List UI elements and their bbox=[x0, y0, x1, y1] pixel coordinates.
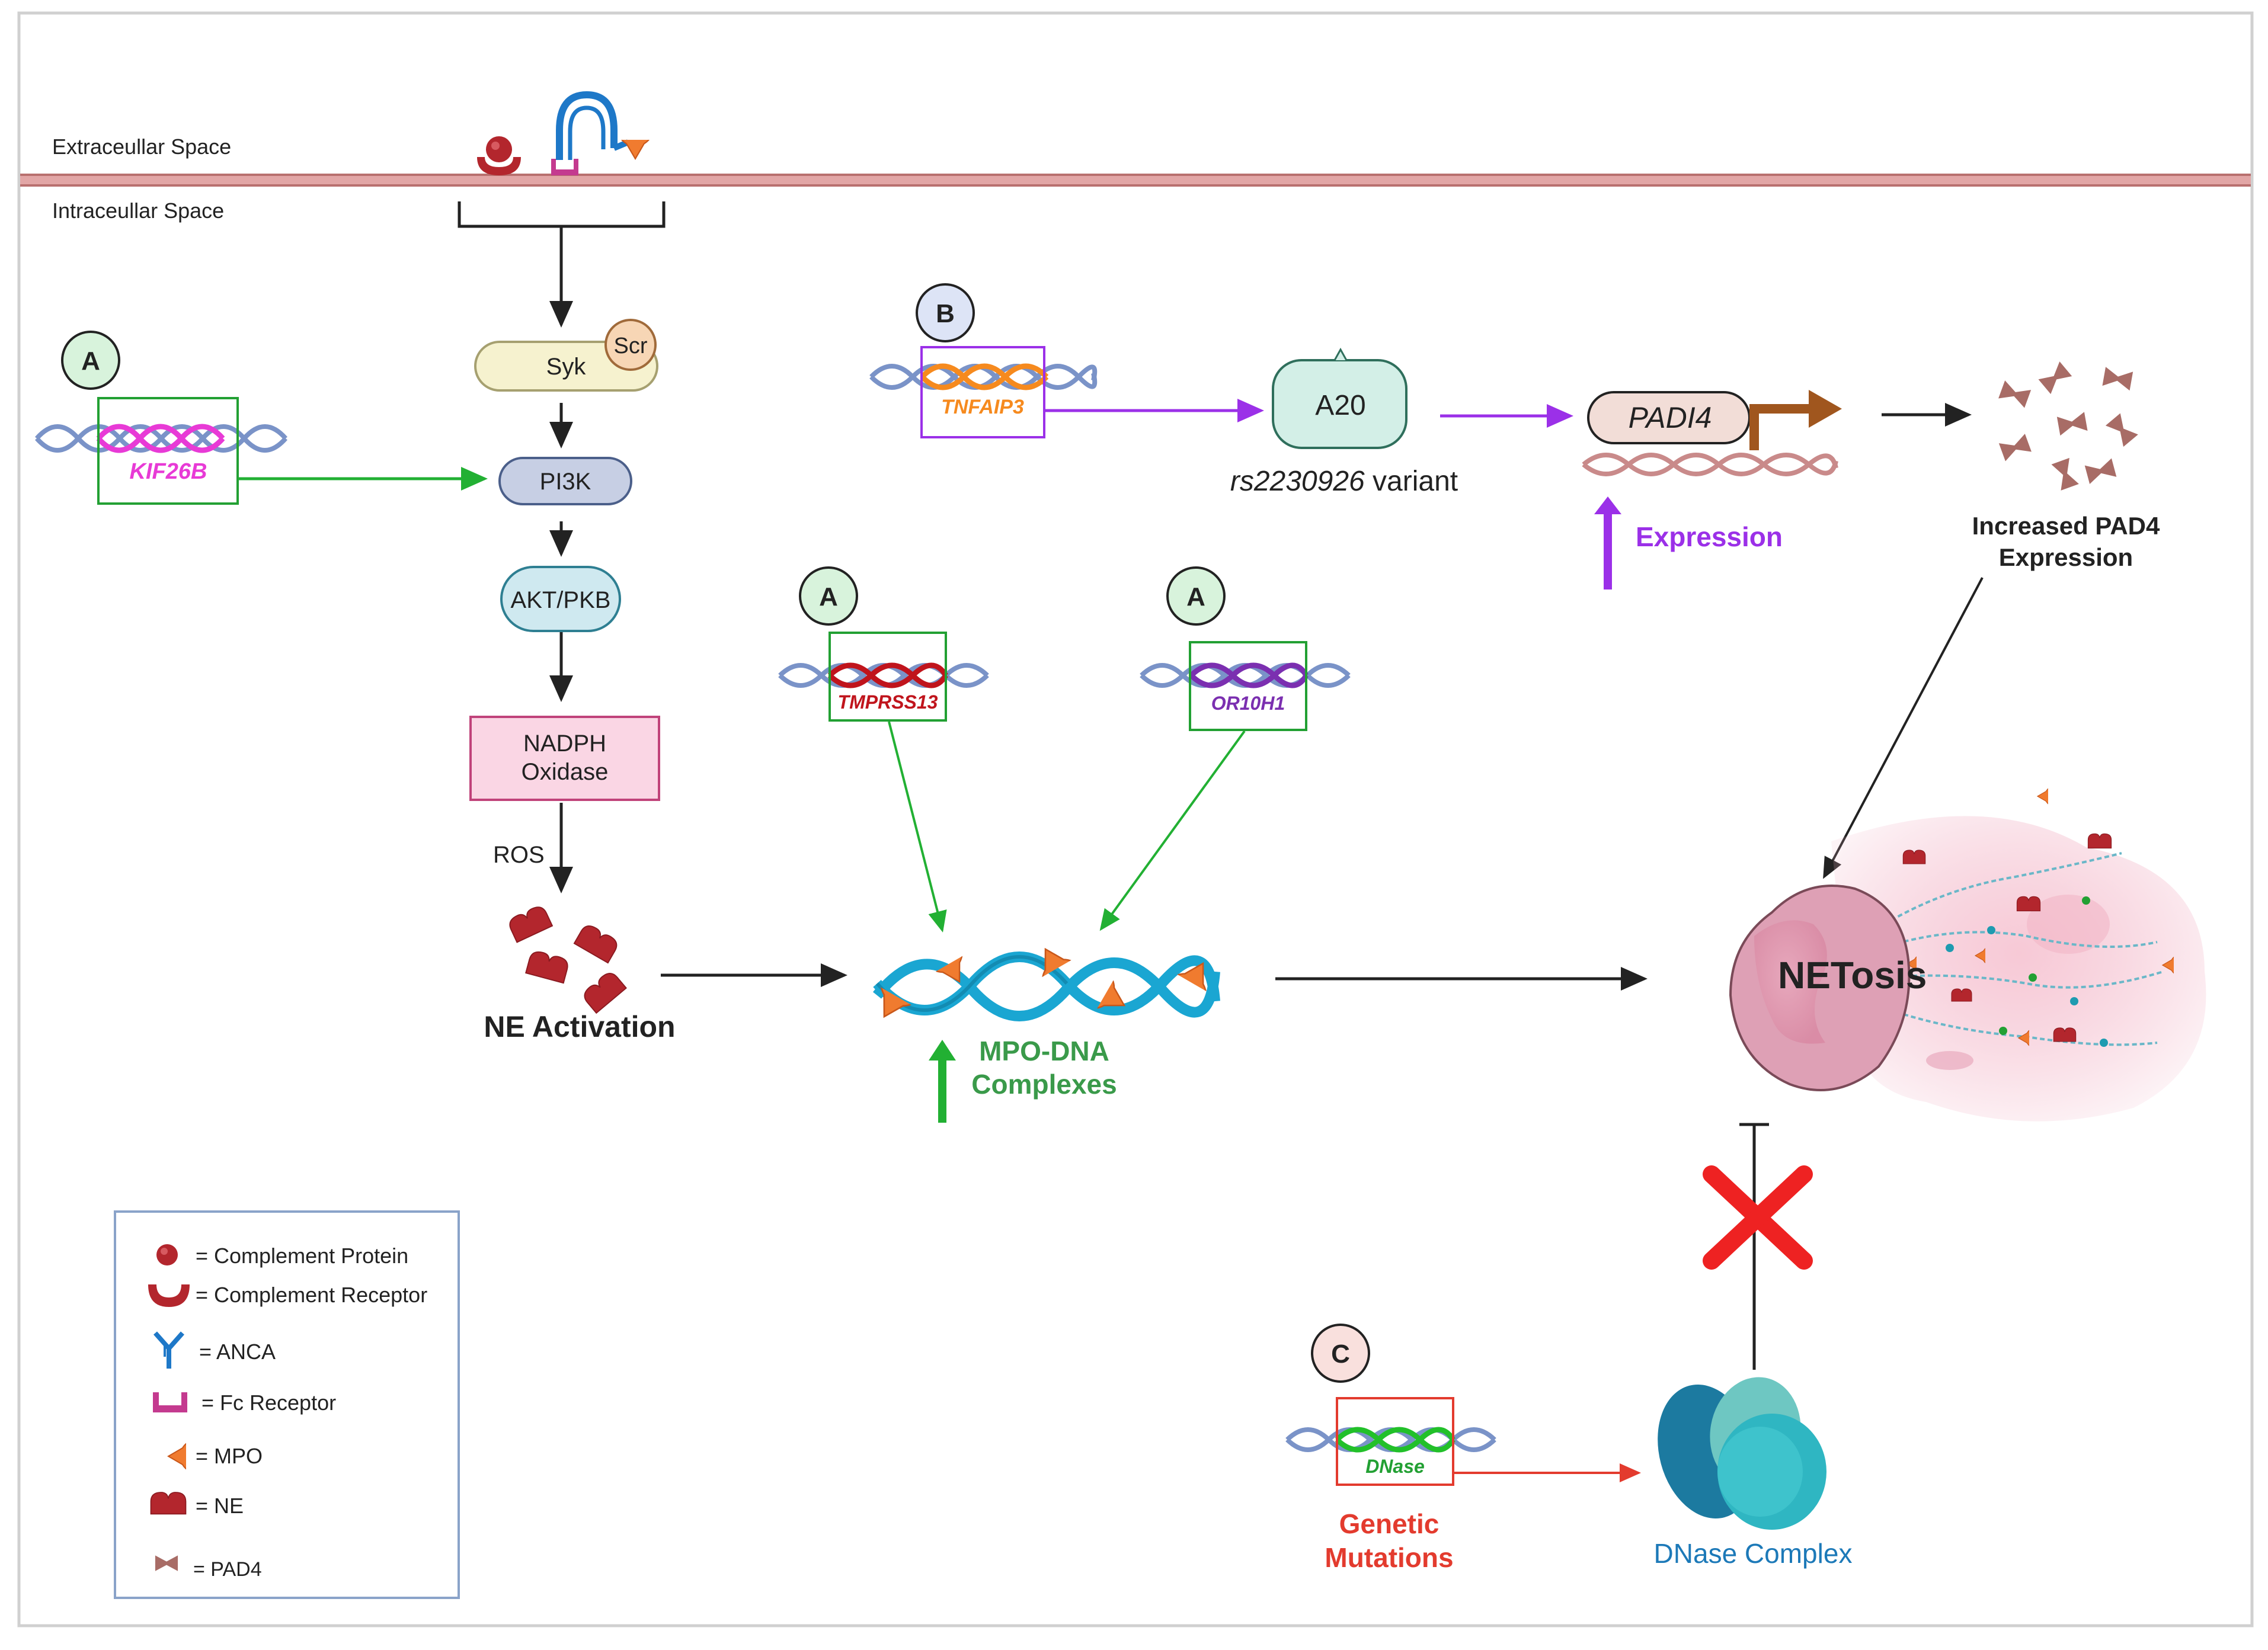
pad4-cluster-icon bbox=[1998, 361, 2138, 491]
svg-text:= Complement Receptor: = Complement Receptor bbox=[196, 1283, 427, 1307]
mpo-dna-line2: Complexes bbox=[971, 1069, 1117, 1100]
svg-text:= MPO: = MPO bbox=[196, 1444, 263, 1468]
legend-mpo: = MPO bbox=[168, 1439, 263, 1473]
legend-anca: = ANCA bbox=[153, 1331, 276, 1369]
tnfaip3-gene: TNFAIP3 bbox=[869, 346, 1098, 438]
netosis-cell-icon bbox=[1729, 786, 2206, 1122]
expression-label: Expression bbox=[1636, 521, 1783, 552]
svg-text:= ANCA: = ANCA bbox=[199, 1340, 276, 1364]
tmprss13-gene: TMPRSS13 bbox=[778, 632, 989, 722]
svg-text:= Complement Protein: = Complement Protein bbox=[196, 1244, 408, 1268]
intracellular-label: Intraceullar Space bbox=[52, 198, 224, 223]
extracellular-label: Extraceullar Space bbox=[52, 134, 231, 159]
anca-fc-receptor-icon bbox=[551, 91, 629, 175]
svg-text:= PAD4: = PAD4 bbox=[193, 1558, 262, 1581]
legend-complement-receptor: = Complement Receptor bbox=[148, 1283, 427, 1307]
mpo-dna-line1: MPO-DNA bbox=[979, 1036, 1109, 1066]
scr-node: Scr bbox=[604, 319, 657, 371]
tnfaip3-label: TNFAIP3 bbox=[941, 396, 1024, 418]
dnase-complex-label: DNase Complex bbox=[1654, 1538, 1853, 1569]
netosis-label: NETosis bbox=[1778, 954, 1927, 997]
legend-complement-protein: = Complement Protein bbox=[156, 1244, 408, 1268]
increased-pad4-line2: Expression bbox=[1999, 543, 2133, 571]
badge-a-or10h1: A bbox=[1166, 566, 1226, 626]
genetic-mutations-line2: Mutations bbox=[1325, 1542, 1453, 1573]
dnase-complex-icon bbox=[1658, 1377, 1826, 1530]
dnase-gene: DNase bbox=[1285, 1397, 1496, 1486]
mpo-dna-complex-icon bbox=[864, 938, 1222, 1029]
badge-b-tnfaip3: B bbox=[916, 283, 975, 342]
a20-node: A20 bbox=[1272, 347, 1407, 449]
legend-ne: = NE bbox=[150, 1492, 244, 1518]
kif26b-gene: KIF26B bbox=[34, 397, 288, 505]
legend-pad4: = PAD4 bbox=[155, 1555, 262, 1581]
complement-protein-icon bbox=[477, 136, 521, 175]
svg-text:A: A bbox=[81, 347, 100, 376]
akt-node: AKT/PKB bbox=[500, 566, 621, 632]
padi4-gene: PADI4 bbox=[1582, 390, 1842, 476]
nadph-label-1: NADPH bbox=[523, 731, 606, 757]
tmprss13-label: TMPRSS13 bbox=[838, 691, 938, 713]
nadph-label-2: Oxidase bbox=[522, 759, 609, 785]
receptor-bracket bbox=[458, 201, 666, 228]
mpo-on-receptor-icon bbox=[617, 140, 654, 160]
padi4-label: PADI4 bbox=[1629, 401, 1712, 434]
genetic-mutations-line1: Genetic bbox=[1339, 1508, 1440, 1539]
badge-a-kif26b: A bbox=[61, 331, 120, 390]
pi3k-label: PI3K bbox=[540, 469, 591, 495]
syk-label: Syk bbox=[546, 354, 587, 380]
svg-text:C: C bbox=[1331, 1340, 1350, 1369]
svg-text:A: A bbox=[819, 582, 838, 611]
svg-text:A: A bbox=[1186, 582, 1205, 611]
blocked-cross-icon bbox=[1703, 1165, 1813, 1270]
frame bbox=[17, 11, 2254, 1627]
ros-label: ROS bbox=[493, 842, 545, 868]
cell-membrane bbox=[20, 174, 2251, 187]
legend: = Complement Protein = Complement Recept… bbox=[114, 1210, 460, 1599]
ne-activation-label: NE Activation bbox=[484, 1010, 675, 1043]
pi3k-node: PI3K bbox=[498, 457, 632, 505]
kif26b-label: KIF26B bbox=[130, 459, 207, 484]
badge-c-dnase: C bbox=[1311, 1324, 1370, 1383]
variant-label: rs2230926 variant bbox=[1230, 466, 1458, 497]
svg-text:= NE: = NE bbox=[196, 1494, 244, 1518]
or10h1-label: OR10H1 bbox=[1211, 693, 1285, 714]
legend-fc-receptor: = Fc Receptor bbox=[153, 1391, 336, 1415]
svg-text:B: B bbox=[936, 299, 955, 328]
a20-label: A20 bbox=[1315, 390, 1365, 421]
akt-label: AKT/PKB bbox=[511, 587, 611, 613]
badge-a-tmprss13: A bbox=[799, 566, 858, 626]
increased-pad4-line1: Increased PAD4 bbox=[1972, 512, 2160, 540]
mpo-up-arrow bbox=[929, 1040, 956, 1061]
scr-label: Scr bbox=[614, 334, 648, 358]
nadph-oxidase-node: NADPH Oxidase bbox=[469, 716, 660, 801]
or10h1-gene: OR10H1 bbox=[1140, 641, 1351, 731]
dnase-label: DNase bbox=[1365, 1456, 1425, 1477]
expression-up-arrow bbox=[1594, 496, 1621, 514]
ne-cluster-icon bbox=[506, 903, 627, 1014]
svg-text:= Fc Receptor: = Fc Receptor bbox=[201, 1391, 336, 1415]
